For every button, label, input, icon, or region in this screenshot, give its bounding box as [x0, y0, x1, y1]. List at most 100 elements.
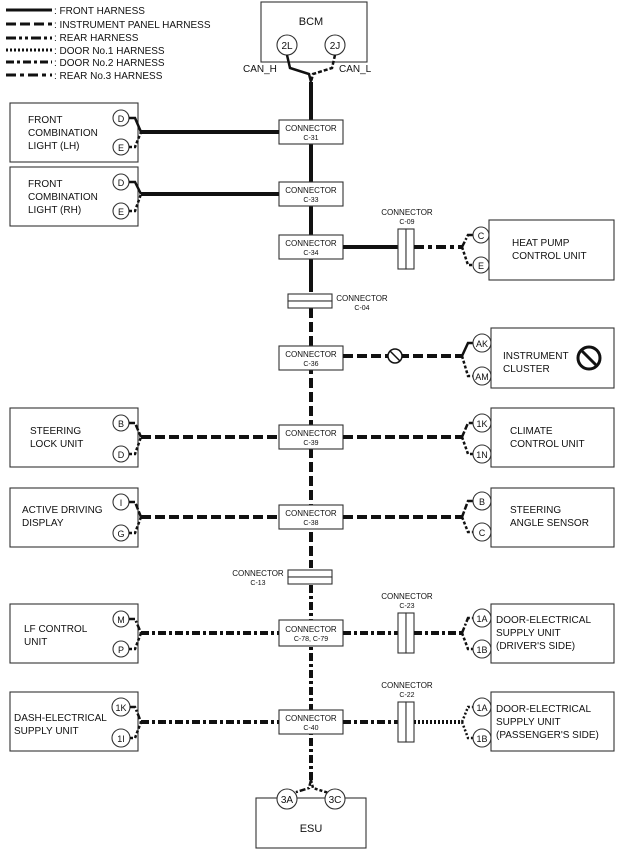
svg-text:CLIMATE: CLIMATE [510, 426, 553, 437]
svg-text:CONTROL UNIT: CONTROL UNIT [510, 439, 585, 450]
svg-text:C: C [479, 528, 486, 538]
svg-text:C-31: C-31 [303, 135, 318, 142]
svg-text:G: G [117, 529, 124, 539]
connector-c31: CONNECTOR C-31 [278, 119, 344, 145]
svg-text:B: B [118, 419, 124, 429]
can-h-label: CAN_H [243, 64, 277, 75]
svg-text:DOOR-ELECTRICAL: DOOR-ELECTRICAL [496, 615, 591, 626]
svg-text:STEERING: STEERING [510, 505, 561, 516]
svg-text:CONTROL UNIT: CONTROL UNIT [512, 251, 587, 262]
connector-c22-title: CONNECTOR [381, 681, 433, 690]
svg-text:1K: 1K [476, 419, 487, 429]
svg-text:I: I [120, 498, 123, 508]
connector-c23-id: C-23 [399, 603, 414, 610]
svg-text:CONNECTOR: CONNECTOR [285, 350, 337, 359]
svg-text:B: B [479, 497, 485, 507]
connector-c78-c79: CONNECTOR C-78, C-79 [278, 619, 344, 647]
connector-c36: CONNECTOR C-36 [278, 345, 344, 371]
svg-text:1B: 1B [476, 734, 487, 744]
bcm-pin-2l-label: 2L [281, 41, 293, 52]
svg-text:SUPPLY UNIT: SUPPLY UNIT [14, 726, 79, 737]
svg-text:CONNECTOR: CONNECTOR [285, 186, 337, 195]
svg-text:E: E [478, 261, 484, 271]
svg-text:FRONT: FRONT [28, 179, 62, 190]
svg-text:CLUSTER: CLUSTER [503, 364, 550, 375]
svg-text:LIGHT (RH): LIGHT (RH) [28, 205, 81, 216]
svg-text:M: M [117, 615, 125, 625]
connector-c23-title: CONNECTOR [381, 592, 433, 601]
svg-text:1A: 1A [476, 703, 487, 713]
esu-pin-3c [324, 788, 346, 810]
steering-lock-unit: STEERING LOCK UNIT B D [9, 407, 279, 468]
svg-text:CONNECTOR: CONNECTOR [232, 569, 284, 578]
prohibited-icon [387, 348, 403, 364]
legend: : FRONT HARNESS : INSTRUMENT PANEL HARNE… [6, 6, 211, 82]
svg-text:C: C [478, 231, 485, 241]
svg-text:CONNECTOR: CONNECTOR [336, 294, 388, 303]
svg-text:1B: 1B [476, 645, 487, 655]
svg-text:E: E [118, 143, 124, 153]
svg-text:CONNECTOR: CONNECTOR [285, 429, 337, 438]
svg-text:C-04: C-04 [354, 305, 369, 312]
svg-text:C-34: C-34 [303, 250, 318, 257]
instrument-cluster: AK AM INSTRUMENT CLUSTER [343, 327, 615, 389]
svg-text:P: P [118, 645, 124, 655]
connector-c40: CONNECTOR C-40 [278, 709, 344, 735]
prohibited-icon [576, 345, 602, 371]
svg-text:C-38: C-38 [303, 520, 318, 527]
svg-text:1A: 1A [476, 614, 487, 624]
svg-text:LOCK UNIT: LOCK UNIT [30, 439, 83, 450]
connector-c22-id: C-22 [399, 692, 414, 699]
dash-electrical-supply-unit: DASH-ELECTRICAL SUPPLY UNIT 1K 1I [9, 691, 279, 752]
svg-text:FRONT: FRONT [28, 115, 62, 126]
front-combination-light-lh: FRONT COMBINATION LIGHT (LH) D E [9, 102, 279, 163]
svg-text:C-33: C-33 [303, 197, 318, 204]
connector-c09-id: C-09 [399, 219, 414, 226]
svg-text:AM: AM [475, 372, 489, 382]
svg-text:ANGLE SENSOR: ANGLE SENSOR [510, 518, 589, 529]
connector-c33: CONNECTOR C-33 [278, 181, 344, 207]
svg-text:C-13: C-13 [250, 580, 265, 587]
front-combination-light-rh: FRONT COMBINATION LIGHT (RH) D E [9, 166, 279, 227]
bcm-pin-2j-label: 2J [330, 41, 341, 52]
esu-pin-3a [276, 788, 298, 810]
svg-text:1N: 1N [476, 450, 488, 460]
svg-text:C-40: C-40 [303, 725, 318, 732]
esu-unit: 3A 3C ESU [255, 779, 367, 849]
svg-text:CONNECTOR: CONNECTOR [285, 239, 337, 248]
svg-text:COMBINATION: COMBINATION [28, 128, 98, 139]
svg-text:D: D [118, 450, 125, 460]
legend-door1-label: : DOOR No.1 HARNESS [54, 46, 165, 57]
svg-text:D: D [118, 178, 125, 188]
esu-pin-3a-label: 3A [281, 795, 294, 806]
svg-text:(PASSENGER'S SIDE): (PASSENGER'S SIDE) [496, 730, 599, 741]
svg-text:DOOR-ELECTRICAL: DOOR-ELECTRICAL [496, 704, 591, 715]
svg-text:C-36: C-36 [303, 361, 318, 368]
svg-text:CONNECTOR: CONNECTOR [285, 714, 337, 723]
connector-c04: CONNECTOR C-04 [287, 293, 388, 312]
can-l-label: CAN_L [339, 64, 372, 75]
connector-c38: CONNECTOR C-38 [278, 504, 344, 530]
climate-control-unit: 1K 1N CLIMATE CONTROL UNIT [343, 407, 615, 468]
legend-front-label: : FRONT HARNESS [54, 6, 145, 17]
svg-text:SUPPLY UNIT: SUPPLY UNIT [496, 628, 561, 639]
bcm-unit: BCM 2L 2J CAN_H CAN_L [243, 1, 372, 83]
legend-rear3-label: : REAR No.3 HARNESS [54, 71, 163, 82]
svg-text:1I: 1I [117, 734, 125, 744]
svg-text:CONNECTOR: CONNECTOR [285, 124, 337, 133]
svg-text:INSTRUMENT: INSTRUMENT [503, 351, 569, 362]
connector-c39: CONNECTOR C-39 [278, 424, 344, 450]
svg-text:LF CONTROL: LF CONTROL [24, 624, 88, 635]
connector-c09-title: CONNECTOR [381, 208, 433, 217]
connector-c13: CONNECTOR C-13 [232, 569, 333, 587]
active-driving-display: ACTIVE DRIVING DISPLAY I G [9, 487, 279, 548]
svg-text:DASH-ELECTRICAL: DASH-ELECTRICAL [14, 713, 107, 724]
heat-pump-control-unit: CONNECTOR C-09 C E HEAT PUMP CONTROL UNI… [343, 208, 615, 281]
svg-text:D: D [118, 114, 125, 124]
svg-text:C-78, C-79: C-78, C-79 [294, 636, 328, 643]
bcm-title: BCM [299, 16, 323, 28]
svg-text:1K: 1K [115, 703, 126, 713]
svg-text:HEAT PUMP: HEAT PUMP [512, 238, 570, 249]
steering-angle-sensor: B C STEERING ANGLE SENSOR [343, 487, 615, 548]
